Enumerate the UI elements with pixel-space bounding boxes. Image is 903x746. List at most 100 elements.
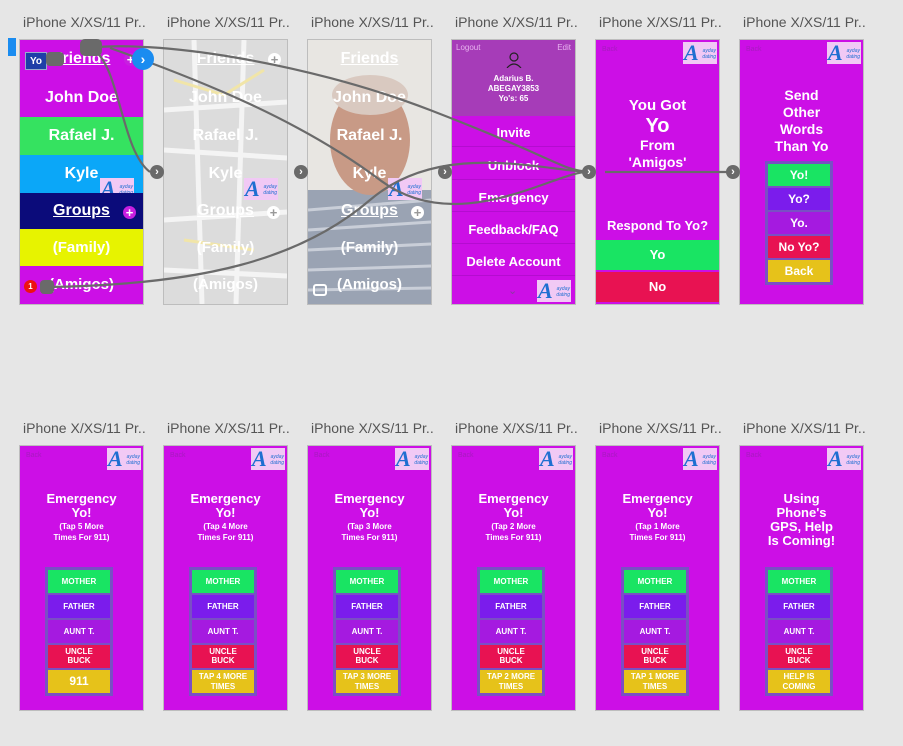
respond-no-button[interactable]: No bbox=[596, 272, 719, 302]
artboard-title-10[interactable]: iPhone X/XS/11 Pr... bbox=[455, 420, 579, 436]
row-amigos[interactable]: (Amigos) bbox=[164, 266, 287, 304]
emergency-action-button[interactable]: HELP IS COMING bbox=[768, 670, 830, 693]
artboard-title-9[interactable]: iPhone X/XS/11 Pr... bbox=[311, 420, 435, 436]
option-back[interactable]: Back bbox=[768, 260, 830, 282]
add-group-icon[interactable]: + bbox=[411, 206, 424, 219]
chevron-down-icon[interactable]: ⌄ bbox=[508, 285, 518, 297]
artboard-title-3[interactable]: iPhone X/XS/11 Pr... bbox=[311, 14, 435, 30]
artboard-title-6[interactable]: iPhone X/XS/11 Pr... bbox=[743, 14, 867, 30]
artboard-title-7[interactable]: iPhone X/XS/11 Pr... bbox=[23, 420, 147, 436]
contact-father-button[interactable]: FATHER bbox=[192, 595, 254, 618]
back-link[interactable]: Back bbox=[602, 452, 618, 459]
option-no-yo[interactable]: No Yo? bbox=[768, 236, 830, 258]
chevron-right-icon[interactable]: › bbox=[582, 165, 596, 179]
row-rafael[interactable]: Rafael J. bbox=[164, 117, 287, 155]
artboard-title-2[interactable]: iPhone X/XS/11 Pr... bbox=[167, 14, 291, 30]
row-john-doe[interactable]: John Doe bbox=[20, 78, 143, 117]
emergency-action-button[interactable]: TAP 3 MORE TIMES bbox=[336, 670, 398, 693]
artboard-title-12[interactable]: iPhone X/XS/11 Pr... bbox=[743, 420, 867, 436]
row-john-doe[interactable]: John Doe bbox=[308, 78, 431, 117]
row-amigos[interactable]: (Amigos) bbox=[20, 266, 143, 304]
yo-badge[interactable]: Yo bbox=[25, 52, 47, 70]
contact-uncle-button[interactable]: UNCLE BUCK bbox=[48, 645, 110, 668]
add-group-icon[interactable]: + bbox=[123, 206, 136, 219]
artboard-account[interactable]: Logout Edit Adarius B. ABEGAY3853 Yo's: … bbox=[452, 40, 575, 304]
contact-mother-button[interactable]: MOTHER bbox=[480, 570, 542, 593]
contact-uncle-button[interactable]: UNCLE BUCK bbox=[480, 645, 542, 668]
contact-aunt-button[interactable]: AUNT T. bbox=[768, 620, 830, 643]
row-rafael[interactable]: Rafael J. bbox=[308, 117, 431, 155]
contact-uncle-button[interactable]: UNCLE BUCK bbox=[192, 645, 254, 668]
contact-mother-button[interactable]: MOTHER bbox=[624, 570, 686, 593]
contact-aunt-button[interactable]: AUNT T. bbox=[336, 620, 398, 643]
row-family[interactable]: (Family) bbox=[164, 229, 287, 266]
contact-uncle-button[interactable]: UNCLE BUCK bbox=[768, 645, 830, 668]
contact-father-button[interactable]: FATHER bbox=[48, 595, 110, 618]
contact-mother-button[interactable]: MOTHER bbox=[192, 570, 254, 593]
emergency-action-button[interactable]: TAP 2 MORE TIMES bbox=[480, 670, 542, 693]
contact-mother-button[interactable]: MOTHER bbox=[48, 570, 110, 593]
back-link[interactable]: Back bbox=[746, 452, 762, 459]
emergency-action-button[interactable]: TAP 4 MORE TIMES bbox=[192, 670, 254, 693]
unblock-button[interactable]: Unblock bbox=[452, 151, 575, 180]
chevron-right-icon[interactable]: › bbox=[294, 165, 308, 179]
contact-father-button[interactable]: FATHER bbox=[336, 595, 398, 618]
artboard-title-4[interactable]: iPhone X/XS/11 Pr... bbox=[455, 14, 579, 30]
back-link[interactable]: Back bbox=[26, 452, 42, 459]
selection-handle[interactable] bbox=[8, 38, 16, 56]
camera-icon[interactable] bbox=[313, 284, 327, 296]
row-john-doe[interactable]: John Doe bbox=[164, 78, 287, 117]
contact-aunt-button[interactable]: AUNT T. bbox=[624, 620, 686, 643]
wire-handle[interactable] bbox=[46, 52, 64, 66]
option-yo-period[interactable]: Yo. bbox=[768, 212, 830, 234]
contact-father-button[interactable]: FATHER bbox=[768, 595, 830, 618]
back-link[interactable]: Back bbox=[170, 452, 186, 459]
back-link[interactable]: Back bbox=[746, 46, 762, 53]
row-friends[interactable]: Friends bbox=[308, 40, 431, 78]
wire-handle[interactable] bbox=[40, 280, 54, 294]
add-friend-icon[interactable]: + bbox=[268, 53, 281, 66]
artboard-title-1[interactable]: iPhone X/XS/11 Pr... bbox=[23, 14, 147, 30]
contact-aunt-button[interactable]: AUNT T. bbox=[480, 620, 542, 643]
invite-button[interactable]: Invite bbox=[452, 118, 575, 147]
logout-link[interactable]: Logout bbox=[456, 43, 481, 52]
edit-link[interactable]: Edit bbox=[557, 43, 571, 52]
chevron-right-icon[interactable]: › bbox=[150, 165, 164, 179]
row-family[interactable]: (Family) bbox=[308, 229, 431, 266]
back-link[interactable]: Back bbox=[314, 452, 330, 459]
row-family[interactable]: (Family) bbox=[20, 229, 143, 266]
option-yo-exclaim[interactable]: Yo! bbox=[768, 164, 830, 186]
contact-father-button[interactable]: FATHER bbox=[624, 595, 686, 618]
delete-account-button[interactable]: Delete Account bbox=[452, 247, 575, 276]
back-link[interactable]: Back bbox=[602, 46, 618, 53]
chevron-right-icon[interactable]: › bbox=[438, 165, 452, 179]
back-link[interactable]: Back bbox=[458, 452, 474, 459]
contact-mother-button[interactable]: MOTHER bbox=[336, 570, 398, 593]
contact-aunt-button[interactable]: AUNT T. bbox=[48, 620, 110, 643]
artboard-title-8[interactable]: iPhone X/XS/11 Pr... bbox=[167, 420, 291, 436]
chevron-right-icon[interactable]: › bbox=[132, 48, 154, 70]
emergency-action-button[interactable]: 911 bbox=[48, 670, 110, 693]
row-rafael[interactable]: Rafael J. bbox=[20, 117, 143, 155]
contact-uncle-button[interactable]: UNCLE BUCK bbox=[624, 645, 686, 668]
contact-mother-button[interactable]: MOTHER bbox=[768, 570, 830, 593]
feedback-faq-button[interactable]: Feedback/FAQ bbox=[452, 215, 575, 244]
chevron-right-icon[interactable]: › bbox=[726, 165, 740, 179]
artboard-title-11[interactable]: iPhone X/XS/11 Pr... bbox=[599, 420, 723, 436]
option-yo-question[interactable]: Yo? bbox=[768, 188, 830, 210]
emergency-action-button[interactable]: TAP 1 MORE TIMES bbox=[624, 670, 686, 693]
wire-handle[interactable] bbox=[80, 39, 102, 56]
contact-father-button[interactable]: FATHER bbox=[480, 595, 542, 618]
emergency-button[interactable]: Emergency bbox=[452, 183, 575, 212]
contact-aunt-button[interactable]: AUNT T. bbox=[192, 620, 254, 643]
